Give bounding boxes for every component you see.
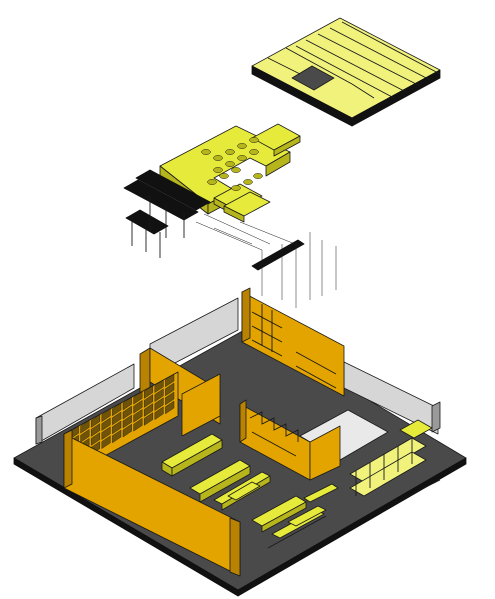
ochre-partition-return (309, 425, 341, 481)
shelf-cell (80, 429, 90, 443)
ochre-shelf-unit (181, 373, 221, 437)
canopy-light-icon (249, 137, 259, 143)
shelf-cell (101, 426, 111, 440)
shelf-cell (165, 373, 175, 388)
suspension-cables (195, 213, 337, 308)
light-track-left (123, 169, 211, 258)
front-lime-tables (251, 483, 339, 549)
shelf-cell (133, 400, 143, 414)
partition-steps (249, 411, 299, 457)
canopy-step-tiers (213, 123, 301, 223)
canopy-light-icon (201, 149, 211, 155)
shelf-cell (165, 400, 175, 415)
roof-panel-lines (267, 47, 375, 99)
canopy-light-fittings (201, 137, 263, 191)
canopy-light-icon (207, 179, 217, 185)
shelf-cell (112, 429, 122, 444)
canopy-side-right (265, 151, 291, 177)
shelf-cell (154, 379, 164, 393)
canopy-light-icon (213, 155, 223, 161)
canopy-light-icon (249, 149, 259, 155)
right-rail (399, 479, 441, 501)
shelf-cell (90, 423, 101, 437)
shelf-cell (165, 382, 175, 397)
shelf-cell (154, 397, 164, 411)
canopy-light-icon (219, 173, 229, 179)
canopy-light-icon (213, 167, 223, 173)
shelf-cell (122, 396, 132, 411)
shelf-cell (154, 388, 164, 402)
roof-edge-right (351, 69, 441, 127)
shelf-cell (165, 391, 175, 406)
right-display-racks (349, 419, 433, 497)
canopy-light-icon (243, 179, 253, 185)
roof-top-face (251, 17, 441, 119)
canopy-light-icon (225, 161, 235, 167)
roof-skylight (291, 65, 335, 91)
canopy-light-icon (231, 167, 241, 173)
shelf-cell (133, 418, 143, 432)
track-bar-1 (123, 179, 199, 221)
shelf-cell (112, 411, 122, 426)
ground-floor (13, 287, 467, 597)
back-wall-shelving (251, 304, 337, 389)
shelf-cell (112, 420, 122, 435)
shelf-cell (143, 403, 154, 417)
shelf-cell (90, 432, 101, 446)
shelf-cell (143, 385, 154, 399)
shelf-cell (122, 423, 132, 438)
track-bar-right (251, 239, 305, 271)
shelf-cell (80, 420, 90, 434)
shelf-cell (122, 414, 132, 429)
shelf-cell (143, 394, 154, 408)
shelf-cell (154, 406, 164, 420)
track-bar-3 (125, 209, 169, 235)
canopy-light-icon (231, 185, 241, 191)
canopy-light-icon (225, 149, 235, 155)
shelf-cell (112, 402, 122, 417)
floor-edge-right (237, 457, 467, 597)
shelf-cell (133, 391, 143, 405)
lime-display-benches (161, 433, 271, 511)
shelf-cell (90, 414, 101, 428)
track-left-hangers (131, 196, 185, 258)
shelf-cell (101, 408, 111, 422)
track-bar-2 (135, 169, 211, 211)
light-track-right (195, 213, 337, 308)
ceiling-canopy (159, 123, 301, 223)
canopy-light-icon (237, 155, 247, 161)
shelf-cell (133, 409, 143, 423)
shelf-cell (101, 417, 111, 431)
canopy-light-icon (253, 173, 263, 179)
shelf-cell (143, 412, 154, 426)
roof-slab (251, 17, 441, 127)
shelf-cell (101, 435, 111, 449)
roof-louvers (295, 21, 441, 99)
shelf-cell (122, 405, 132, 420)
canopy-light-icon (237, 143, 247, 149)
